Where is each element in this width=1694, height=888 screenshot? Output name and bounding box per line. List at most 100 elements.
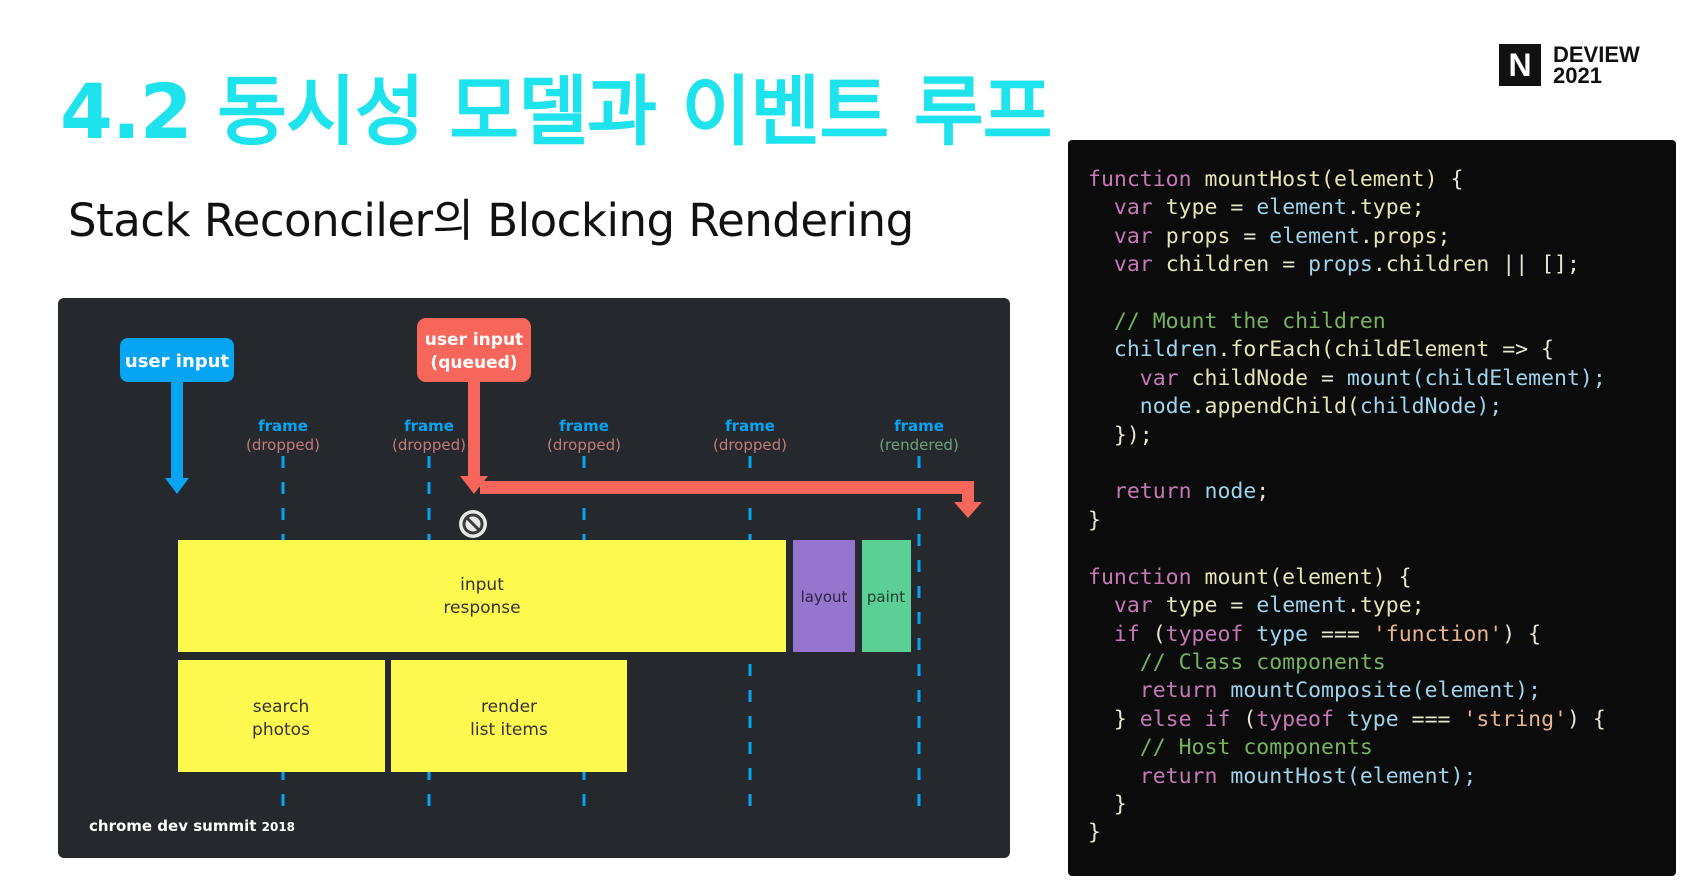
code-token: 'function' [1372, 621, 1503, 647]
layout-block [793, 540, 855, 652]
code-token [1153, 593, 1166, 618]
code-token: .children [1372, 252, 1490, 278]
code-token: return [1139, 678, 1218, 704]
code-token: } [1088, 791, 1127, 817]
code-token: { [1437, 167, 1464, 192]
code-token [1088, 735, 1140, 760]
code-token [1243, 622, 1256, 647]
queued-arrow-right-drop [962, 481, 974, 505]
code-token: var [1113, 252, 1153, 278]
code-token: type [1346, 706, 1399, 732]
code-token [1088, 337, 1114, 362]
code-token: === [1308, 621, 1373, 647]
code-token: ( [1230, 706, 1257, 732]
code-block: function mountHost(element) { var type =… [1088, 166, 1606, 848]
queued-arrow-down-head [460, 476, 488, 494]
code-line: var childNode = mount(childElement); [1088, 365, 1606, 393]
code-line: } [1088, 819, 1606, 847]
search-photos-block [178, 660, 385, 772]
logo-text: DEVIEW 2021 [1553, 44, 1640, 87]
footer-year: 2018 [262, 820, 295, 834]
code-token: ) { [1502, 621, 1542, 647]
code-line: // Host components [1088, 734, 1606, 762]
blocking-rendering-diagram: frame (dropped) frame (dropped) frame (d… [58, 298, 1010, 858]
code-token [1334, 707, 1347, 732]
code-token [1088, 195, 1114, 220]
code-line: var type = element.type; [1088, 592, 1606, 620]
code-token: ; [1256, 479, 1270, 505]
code-line: }); [1088, 422, 1606, 450]
code-token: type [1165, 593, 1218, 619]
code-line [1088, 535, 1606, 563]
render-line2: list items [470, 720, 548, 740]
frame-label-3: frame [559, 417, 609, 435]
code-line: var props = element.props; [1088, 223, 1606, 251]
code-token: element [1256, 195, 1347, 221]
code-token: = [1269, 252, 1309, 278]
code-line: node.appendChild(childNode); [1088, 393, 1606, 421]
frame-label-5: frame [894, 417, 944, 435]
blocked-icon [459, 510, 487, 538]
code-token: childNode); [1359, 394, 1503, 420]
code-token: .forEach(childElement [1217, 337, 1490, 363]
code-line: return node; [1088, 478, 1606, 506]
code-token [1153, 252, 1166, 277]
code-token [1153, 224, 1166, 249]
code-token: var [1113, 593, 1153, 619]
frame-status-1: (dropped) [246, 436, 320, 454]
user-input-label: user input [125, 351, 230, 372]
code-line: // Class components [1088, 649, 1606, 677]
code-line: } else if (typeof type === 'string') { [1088, 706, 1606, 734]
code-token [1192, 479, 1205, 504]
code-token: return [1139, 763, 1218, 789]
code-token [1088, 394, 1140, 419]
code-token: mount(element) [1204, 564, 1386, 590]
code-token: = [1217, 593, 1257, 619]
frame-status-2: (dropped) [392, 436, 466, 454]
code-token: // Host components [1139, 735, 1373, 761]
layout-label: layout [801, 588, 848, 606]
code-token: if [1113, 621, 1140, 647]
queued-arrow-right-head [954, 502, 982, 518]
code-line: return mountComposite(element); [1088, 677, 1606, 705]
queued-input-line2: (queued) [430, 353, 517, 373]
code-token: var [1113, 195, 1153, 221]
naver-n-icon: N [1499, 44, 1541, 86]
code-token: = [1308, 365, 1347, 391]
code-token [1088, 252, 1114, 277]
code-token: else if [1139, 706, 1231, 732]
queued-input-badge [417, 318, 531, 382]
input-response-line1: input [460, 575, 504, 595]
code-token: function [1088, 564, 1192, 590]
code-token: } [1088, 706, 1140, 732]
render-line1: render [481, 697, 537, 717]
code-token: .type; [1346, 593, 1425, 619]
code-token: mountComposite(element); [1230, 678, 1542, 704]
code-token [1088, 224, 1114, 249]
code-token: // Mount the children [1113, 309, 1386, 335]
code-token [1192, 167, 1205, 192]
code-line [1088, 280, 1606, 308]
code-line: // Mount the children [1088, 308, 1606, 336]
code-token: mount(childElement); [1346, 365, 1606, 391]
code-token: .appendChild( [1191, 394, 1360, 420]
code-token: => { [1489, 337, 1555, 363]
code-token: = [1230, 223, 1270, 249]
code-token: element [1269, 223, 1360, 249]
user-input-arrow-head [165, 478, 189, 494]
code-token: function [1088, 167, 1192, 192]
code-token [1179, 366, 1192, 391]
code-token [1088, 678, 1140, 703]
code-token: .type; [1346, 195, 1425, 221]
code-token [1088, 764, 1140, 789]
frame-label-4: frame [725, 417, 775, 435]
code-token: element [1256, 593, 1347, 619]
search-line2: photos [252, 720, 310, 740]
code-token: props [1308, 252, 1373, 278]
code-token: 'string' [1463, 706, 1567, 732]
code-token: props [1165, 223, 1231, 249]
code-panel: function mountHost(element) { var type =… [1068, 140, 1676, 876]
code-token [1088, 366, 1140, 391]
code-token: { [1385, 564, 1412, 590]
footer-text: chrome dev summit [89, 817, 256, 835]
